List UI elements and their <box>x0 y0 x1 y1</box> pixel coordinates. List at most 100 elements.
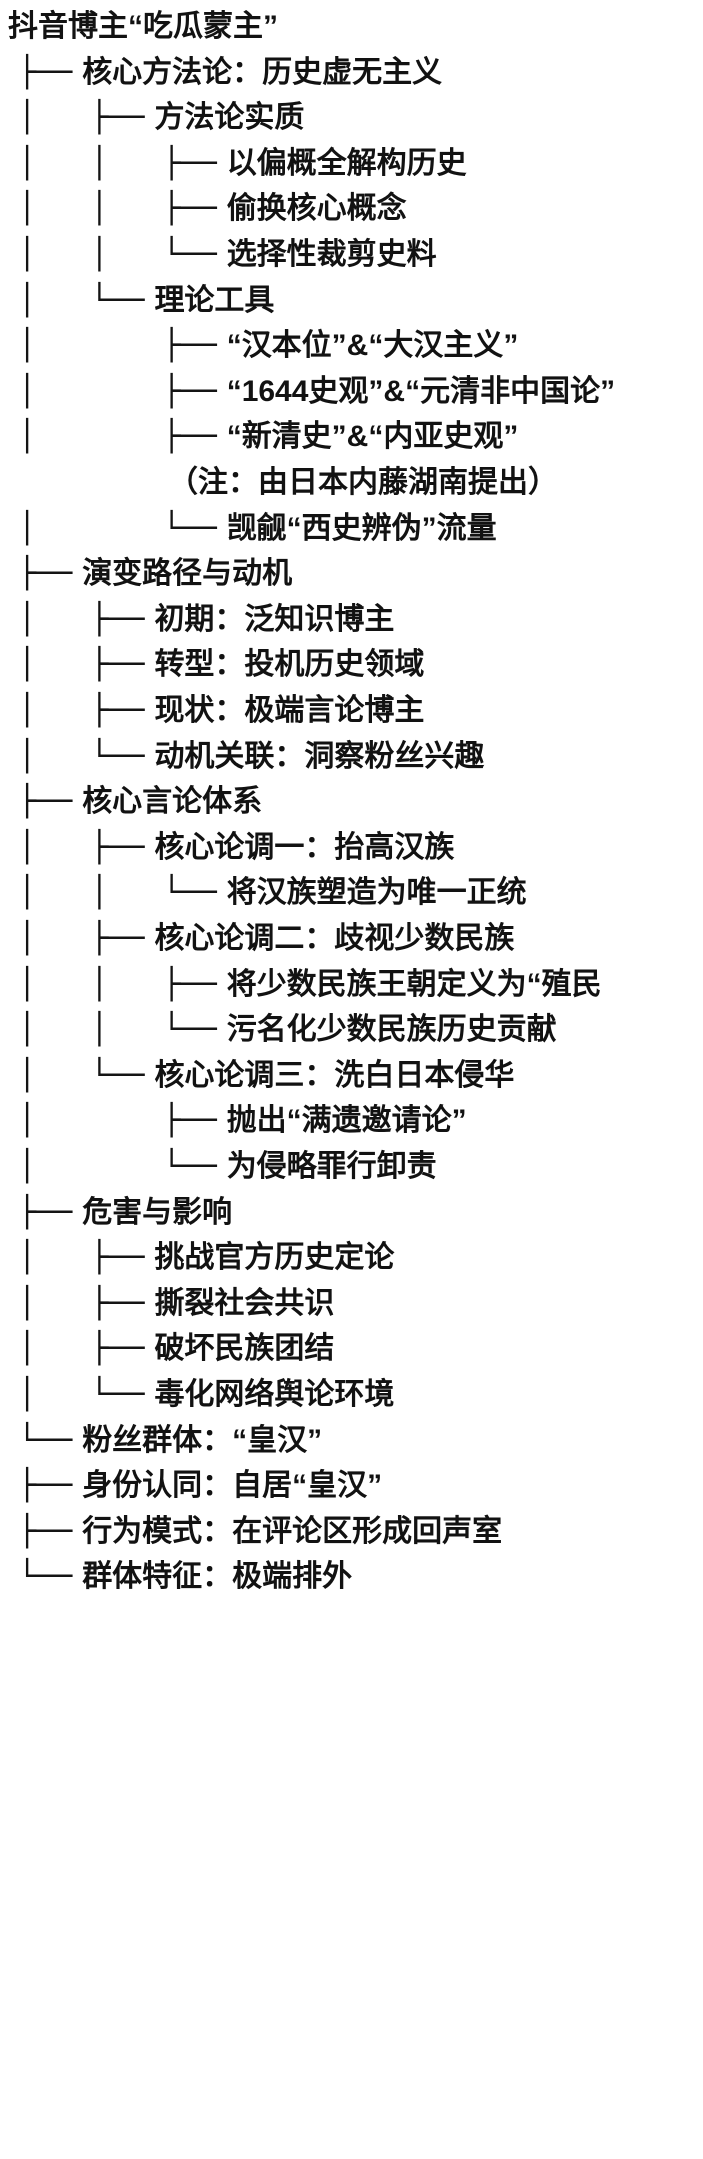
tree-line: │ └── 毒化网络舆论环境 <box>0 1372 394 1418</box>
tree-node-label: “1644史观”&“元清非中国论” <box>226 374 616 408</box>
tree-line: │ ├── 方法论实质 <box>0 95 304 141</box>
tree-root-line: 抖音博主“吃瓜蒙主” <box>0 4 278 50</box>
tree-line: │ ├──破坏民族团结 <box>0 1326 334 1372</box>
tree-node-label: 为侵略罪行卸责 <box>226 1150 437 1183</box>
tree-connector: │ ├── <box>18 328 217 364</box>
tree-node-label: 身份认同：自居“皇汉” <box>82 1469 383 1503</box>
tree-connector: ├── <box>18 1194 73 1230</box>
tree-line: ├── 身份认同：自居“皇汉” <box>0 1463 382 1509</box>
tree-line: │ └── 为侵略罪行卸责 <box>0 1144 437 1190</box>
tree-line: │ │ ├── 将少数民族王朝定义为“殖民 <box>0 962 602 1008</box>
tree-line: ├── 危害与影响 <box>0 1190 232 1236</box>
tree-node-label: 选择性裁剪史料 <box>226 238 437 271</box>
tree-node-label: 方法论实质 <box>154 101 305 135</box>
tree-connector: │ ├── <box>18 1240 145 1276</box>
tree-line: │ │ ├── 以偏概全解构历史 <box>0 141 467 187</box>
tree-line: │ └── 动机关联：洞察粉丝兴趣 <box>0 734 484 780</box>
tree-line: └── 群体特征：极端排外 <box>0 1554 352 1600</box>
tree-node-label: 群体特征：极端排外 <box>82 1560 353 1594</box>
tree-connector: │ ├── <box>18 373 217 409</box>
tree-connector: │ ├── <box>18 693 145 728</box>
tree-connector: │ │ └── <box>18 875 217 911</box>
tree-line: │ ├── 抛出“满遗邀请论” <box>0 1098 467 1144</box>
tree-connector: │ ├── <box>18 419 217 455</box>
tree-connector: ├── <box>18 54 73 90</box>
tree-node-label: 现状：极端言论博主 <box>154 694 425 727</box>
tree-line: │ ├── “新清史”&“内亚史观” <box>0 414 518 460</box>
tree-node-label: 核心论调一：抬高汉族 <box>154 830 455 864</box>
tree-connector: ├── <box>18 556 73 592</box>
tree-connector: │ └── <box>18 738 145 774</box>
tree-connector: │ ├── <box>18 1285 145 1321</box>
tree-node-label: 理论工具 <box>154 283 275 317</box>
tree-line: │ ├── 转型：投机历史领域 <box>0 642 424 688</box>
tree-connector: ├── <box>18 1468 73 1504</box>
tree-node-label: 撕裂社会共识 <box>154 1286 335 1320</box>
tree-node-label: 转型：投机历史领域 <box>154 648 425 682</box>
tree-line: │ ├── 核心论调一：抬高汉族 <box>0 825 454 871</box>
tree-note-line: （注：由日本内藤湖南提出） <box>0 460 558 506</box>
tree-line: │ │ ├── 偷换核心概念 <box>0 186 407 232</box>
tree-connector: │ ├── <box>18 647 145 683</box>
tree-line: │ │ └── 选择性裁剪史料 <box>0 232 437 278</box>
tree-line: │ ├── “汉本位”&“大汉主义” <box>0 323 518 369</box>
tree-connector: ├── <box>18 784 73 820</box>
tree-node-label: 将汉族塑造为唯一正统 <box>226 876 527 910</box>
tree-line: │ ├──核心论调二：歧视少数民族 <box>0 916 514 962</box>
tree-connector: │ └── <box>18 1377 145 1412</box>
tree-node-label: 将少数民族王朝定义为“殖民 <box>226 967 602 1001</box>
tree-connector: │ ├── <box>18 100 145 136</box>
tree-node-label: 核心论调三：洗白日本侵华 <box>154 1058 515 1092</box>
tree-connector: │ └── <box>18 1057 145 1093</box>
tree-node-label: “新清史”&“内亚史观” <box>226 420 519 454</box>
tree-node-label: 污名化少数民族历史贡献 <box>226 1013 557 1047</box>
tree-connector: └── <box>18 1422 73 1458</box>
tree-connector: │ │ ├── <box>18 145 217 181</box>
tree-node-label: 核心言论体系 <box>82 785 263 819</box>
tree-line: │ │ └── 污名化少数民族历史贡献 <box>0 1007 557 1053</box>
tree-node-label: 动机关联：洞察粉丝兴趣 <box>154 739 485 773</box>
tree-connector: │ └── <box>18 510 217 546</box>
tree-line: │ └── 核心论调三：洗白日本侵华 <box>0 1053 514 1099</box>
tree-connector: │ └── <box>18 282 145 318</box>
tree-line: └── 粉丝群体：“皇汉” <box>0 1418 322 1464</box>
tree-connector: │ │ ├── <box>18 191 217 227</box>
tree-connector: │ └── <box>18 1149 217 1184</box>
tree-node-label: 挑战官方历史定论 <box>154 1241 395 1275</box>
tree-node-label: 核心方法论：历史虚无主义 <box>82 55 443 89</box>
tree-node-label: 觊觎“西史辨伪”流量 <box>226 511 497 545</box>
tree-connector: └── <box>18 1559 73 1595</box>
tree-node-label: 粉丝群体：“皇汉” <box>82 1423 323 1457</box>
tree-line: │ ├── 挑战官方历史定论 <box>0 1235 394 1281</box>
tree-connector: │ ├── <box>18 921 145 956</box>
tree-line: ├── 核心言论体系 <box>0 779 262 825</box>
tree-node-label: “汉本位”&“大汉主义” <box>226 329 519 363</box>
tree-node-label: 毒化网络舆论环境 <box>154 1378 395 1411</box>
tree-node-label: 初期：泛知识博主 <box>154 602 395 636</box>
tree-connector: │ ├── <box>18 1103 217 1139</box>
tree-line: ├── 行为模式：在评论区形成回声室 <box>0 1509 502 1555</box>
tree-connector: │ ├── <box>18 829 145 865</box>
tree-line: │ ├── “1644史观”&“元清非中国论” <box>0 369 615 415</box>
tree-connector: ├── <box>18 1513 73 1549</box>
tree-connector: │ │ └── <box>18 1012 217 1048</box>
tree-line: │ │ └── 将汉族塑造为唯一正统 <box>0 870 527 916</box>
tree-node-label: 以偏概全解构历史 <box>226 146 467 180</box>
tree-node-label: 偷换核心概念 <box>226 192 407 226</box>
tree-line: ├── 演变路径与动机 <box>0 551 292 597</box>
tree-connector: │ │ └── <box>18 237 217 272</box>
tree-line: ├── 核心方法论：历史虚无主义 <box>0 50 442 96</box>
tree-node-label: 破坏民族团结 <box>154 1332 335 1366</box>
tree-line: │ └── 理论工具 <box>0 278 274 324</box>
tree-connector: │ │ ├── <box>18 966 217 1002</box>
tree-node-label: 抛出“满遗邀请论” <box>226 1104 467 1138</box>
tree-line: │ ├── 现状：极端言论博主 <box>0 688 424 734</box>
tree-root-label: 抖音博主“吃瓜蒙主” <box>8 10 278 43</box>
tree-node-label: 危害与影响 <box>82 1195 233 1229</box>
tree-note-label: （注：由日本内藤湖南提出） <box>168 466 558 499</box>
tree-node-label: 演变路径与动机 <box>82 557 293 591</box>
tree-line: │ ├── 撕裂社会共识 <box>0 1281 334 1327</box>
tree-line: │ └── 觊觎“西史辨伪”流量 <box>0 506 497 552</box>
tree-node-label: 行为模式：在评论区形成回声室 <box>82 1514 503 1548</box>
